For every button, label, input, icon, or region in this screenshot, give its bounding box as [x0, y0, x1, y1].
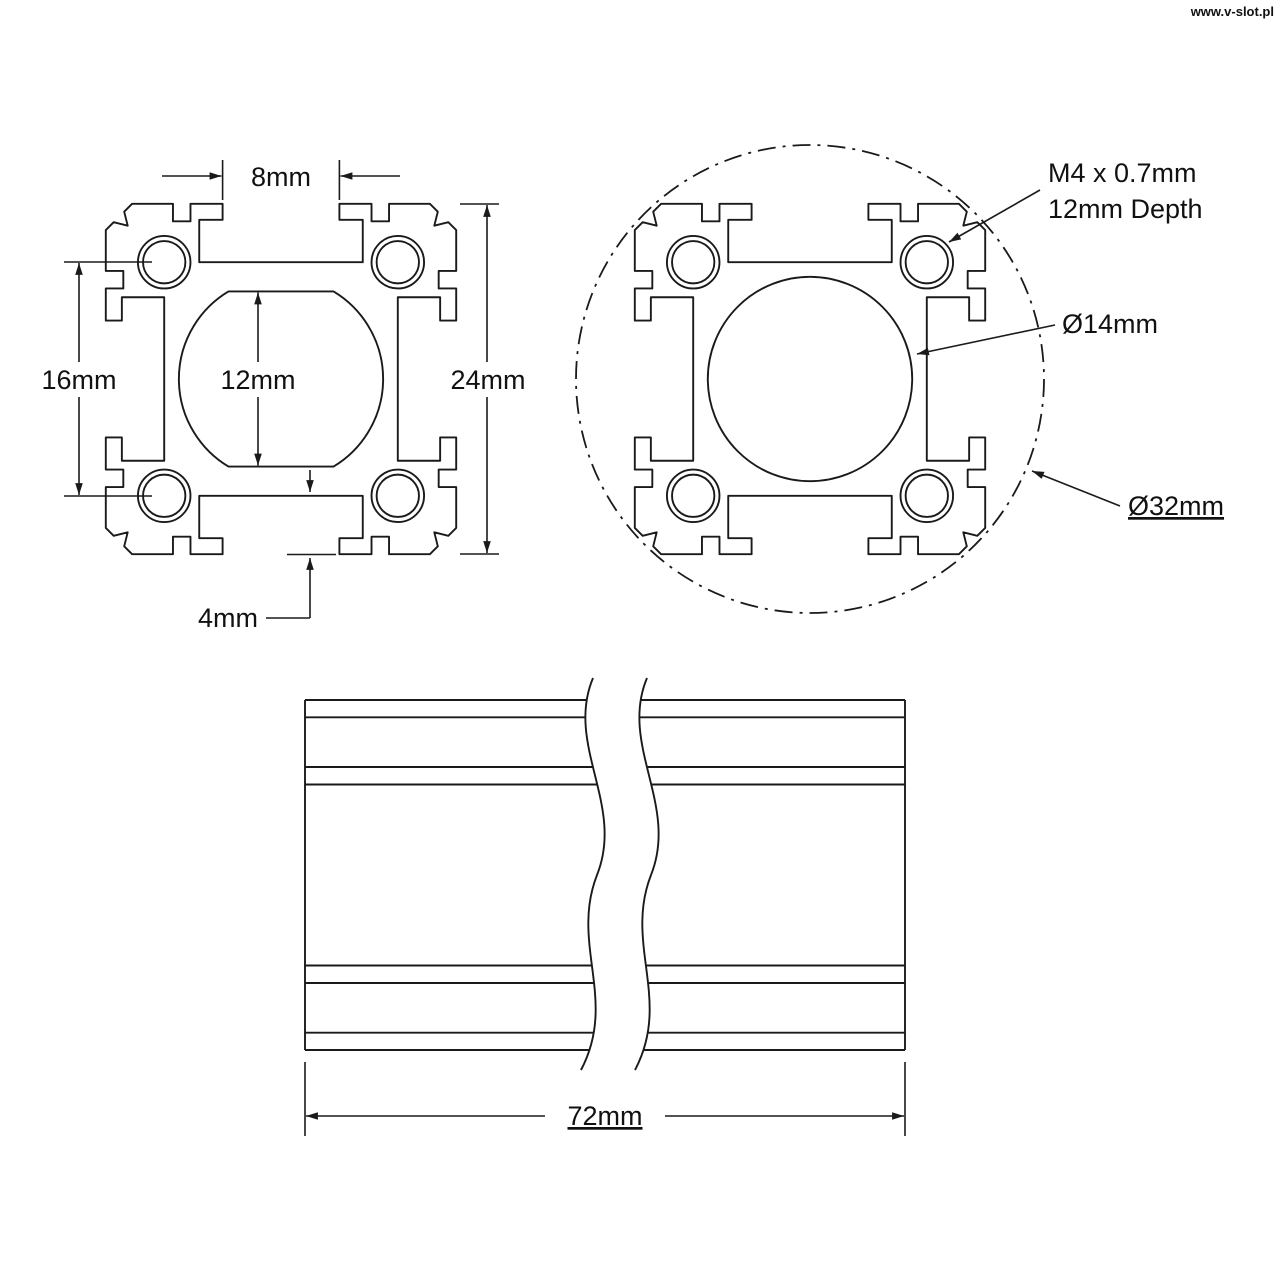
center-bore [178, 290, 384, 468]
dim-8mm [162, 160, 400, 200]
dim-4mm [266, 470, 336, 619]
dim-16mm-label: 16mm [41, 365, 116, 395]
front-view: 8mm 24mm 16mm 12mm 4mm [32, 160, 535, 633]
dim-16mm-label-bg [32, 362, 126, 397]
dim-12mm-label: 12mm [220, 365, 295, 395]
dim-24mm-label: 24mm [450, 365, 525, 395]
detail-view: M4 x 0.7mm 12mm Depth Ø14mm Ø32mm [575, 144, 1224, 614]
break-line [580, 677, 606, 1071]
leader-thread [948, 189, 1041, 243]
break-mask [581, 678, 659, 1070]
side-view: 72mm [304, 677, 906, 1136]
dim-24mm-label-bg [441, 362, 535, 397]
dim-12mm-label-bg [211, 362, 305, 397]
label-thread-depth: 12mm Depth [1048, 194, 1203, 224]
center-bore [706, 275, 914, 483]
label-bore-diameter: Ø14mm [1062, 309, 1158, 339]
label-thread-spec: M4 x 0.7mm [1048, 158, 1197, 188]
dim-72mm-label: 72mm [567, 1101, 642, 1131]
leader-outer [1031, 470, 1121, 507]
outer-diameter-circle [575, 144, 1045, 614]
dim-72mm-label-bg [545, 1096, 665, 1134]
break-line [634, 677, 660, 1071]
dim-4mm-label: 4mm [198, 603, 258, 633]
label-outer-diameter: Ø32mm [1128, 491, 1224, 521]
watermark: www.v-slot.pl [1190, 4, 1274, 19]
dim-8mm-label: 8mm [251, 162, 311, 192]
leader-bore [916, 324, 1056, 356]
